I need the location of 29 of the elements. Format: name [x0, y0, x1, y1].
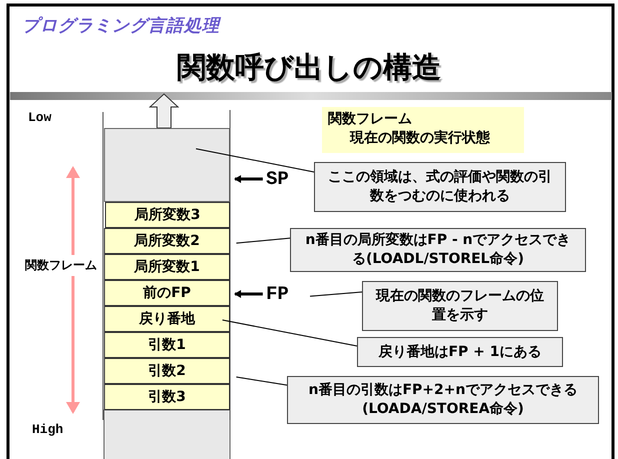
axis-label: Low — [28, 110, 52, 125]
title: 関数呼び出しの構造 — [176, 49, 442, 86]
stack-cell: 局所変数1 — [104, 254, 230, 280]
stack-cell: 局所変数3 — [105, 202, 230, 228]
axis-label: High — [32, 422, 64, 437]
stack-area — [104, 128, 230, 202]
pointer-arrow — [234, 290, 263, 298]
header-text: プログラミング言語処理 — [22, 15, 220, 37]
leader-line — [222, 320, 358, 346]
note-box: n番目の引数はFP+2+nでアクセスできる(LOADA/STOREA命令) — [287, 376, 599, 424]
note-box: n番目の局所変数はFP - nでアクセスできる(LOADL/STOREL命令) — [290, 228, 586, 272]
note-box: 戻り番地はFP + 1にある — [357, 337, 563, 367]
leader-line — [310, 292, 362, 297]
stack-cell: 前のFP — [104, 280, 230, 306]
stack-cell: 引数2 — [104, 358, 230, 384]
pointer-label: SP — [266, 168, 306, 190]
stack-cell: 引数3 — [104, 384, 230, 410]
stack-cell: 局所変数2 — [104, 228, 230, 254]
stack-cell: 引数1 — [104, 332, 230, 358]
pointer-arrow — [234, 175, 263, 184]
frame-label: 関数フレーム — [24, 255, 98, 276]
pointer-label: FP — [266, 283, 306, 305]
leader-line — [236, 238, 290, 244]
stack-cell: 戻り番地 — [104, 306, 230, 332]
note-box: 現在の関数のフレームの位置を示す — [362, 281, 558, 331]
leader-line — [195, 148, 314, 172]
heading-box: 関数フレーム 現在の関数の実行状態 — [322, 107, 524, 153]
note-box: ここの領域は、式の評価や関数の引数をつむのに使われる — [314, 162, 566, 212]
leader-line — [236, 376, 288, 386]
